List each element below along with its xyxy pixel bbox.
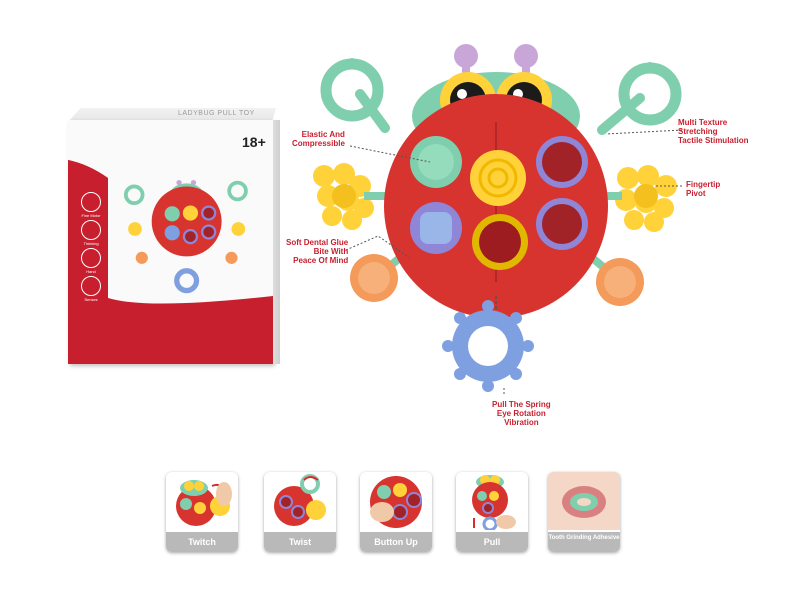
package-age-label: 18+ xyxy=(242,134,266,150)
button-blue xyxy=(410,202,462,254)
senses-icon xyxy=(81,276,101,296)
thumb-button-up: Button Up xyxy=(360,472,432,552)
button-up-image xyxy=(370,476,422,528)
feature-hand: Hand xyxy=(76,248,106,274)
hand-icon xyxy=(81,248,101,268)
hole-top-right xyxy=(536,136,588,188)
hole-bottom-center xyxy=(472,214,528,270)
thumb-tooth-grinding: Tooth Grinding Adhesive xyxy=(548,472,620,552)
package-box-top xyxy=(68,108,276,122)
package-top-text: LADYBUG PULL TOY xyxy=(178,110,255,117)
package-subtitle: EDUCATIONAL TOYS xyxy=(104,344,169,350)
callout-leaders xyxy=(345,129,683,396)
thumb-button-up-label: Button Up xyxy=(360,532,432,552)
thumb-twitch-label: Twitch xyxy=(166,532,238,552)
ladybug-toy-illustration xyxy=(313,44,683,396)
fingertip-flower-left xyxy=(313,163,374,230)
feature-fine-motor: Fine Motor xyxy=(76,192,106,218)
button-yellow-swirl xyxy=(470,150,526,206)
package-front: 18+ Fine Motor Thinking Hand Senses LADY… xyxy=(68,120,273,364)
thumb-pull-label: Pull xyxy=(456,532,528,552)
twist-image xyxy=(274,474,326,526)
pull-image xyxy=(472,475,516,530)
hole-bottom-right xyxy=(536,198,588,250)
fine-motor-icon xyxy=(81,192,101,212)
thinking-icon xyxy=(81,220,101,240)
tooth-grinding-image xyxy=(548,472,620,530)
teether-ring-left xyxy=(320,58,384,122)
feature-thinking: Thinking xyxy=(76,220,106,246)
package-title: LADYBUG PULL TOY xyxy=(102,326,237,341)
thumb-tooth-grinding-label: Tooth Grinding Adhesive xyxy=(548,532,620,552)
orange-gear-left xyxy=(350,254,398,302)
pull-ring-gear xyxy=(442,300,534,392)
feature-senses: Senses xyxy=(76,276,106,302)
orange-gear-right xyxy=(596,258,644,306)
thumb-twist-label: Twist xyxy=(264,532,336,552)
twitch-image xyxy=(176,480,232,526)
package-box: LADYBUG PULL TOY xyxy=(68,108,280,364)
button-textured-mint xyxy=(410,136,462,188)
package-box-side xyxy=(273,120,280,364)
fingertip-flower-right xyxy=(615,165,677,232)
thumb-twitch: Twitch xyxy=(166,472,238,552)
thumb-twist: Twist xyxy=(264,472,336,552)
thumb-pull: Pull xyxy=(456,472,528,552)
teether-ring-right xyxy=(618,62,682,126)
